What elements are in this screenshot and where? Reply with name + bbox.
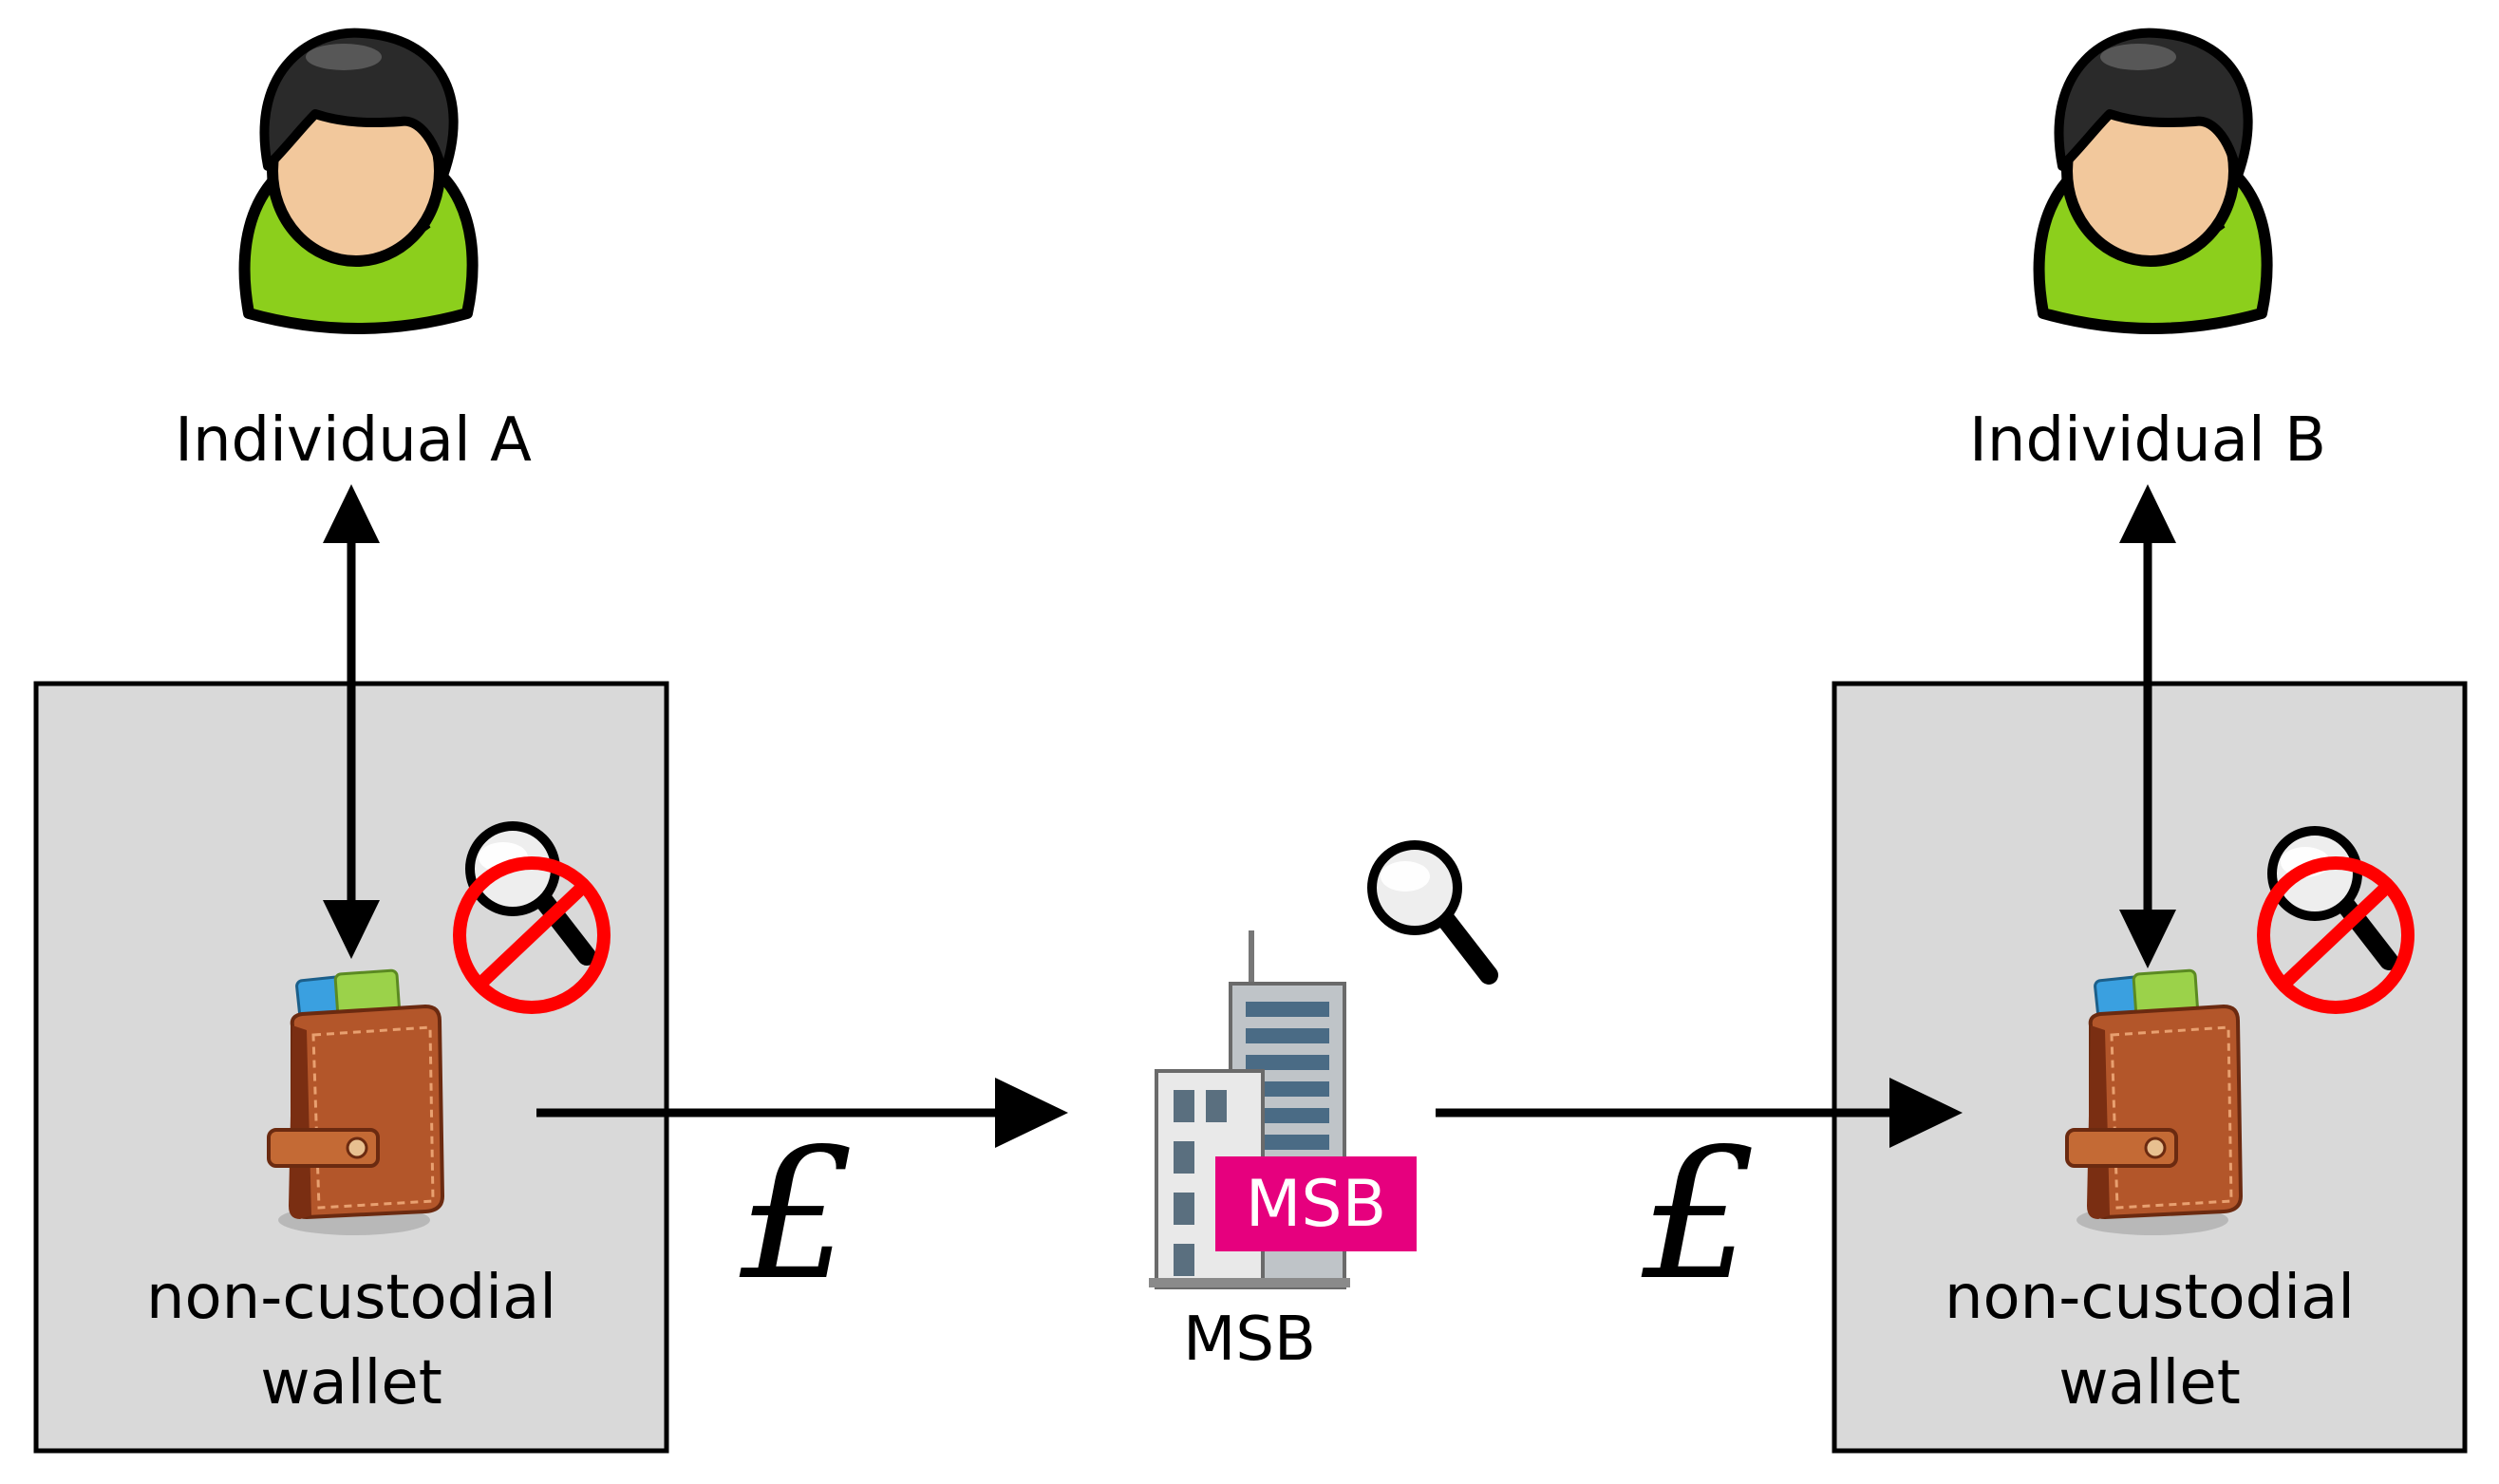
person-icon [245,33,473,329]
currency-right: £ [1642,1110,1757,1320]
wallet-right-label-line1: non-custodial [1945,1263,2355,1333]
magnifier-icon [1372,845,1489,975]
msb-badge-text: MSB [1246,1167,1386,1242]
msb-badge [1215,1156,1417,1251]
person-icon [2039,33,2267,329]
wallet-right-label-line2: wallet [2058,1348,2241,1418]
currency-left: £ [740,1110,855,1320]
wallet-left-label-line1: non-custodial [146,1263,556,1333]
arrow-left-vertical [323,484,380,959]
individual-a-label: Individual A [175,405,532,476]
arrow-from-msb [1436,1078,1963,1148]
arrow-to-msb [536,1078,1068,1148]
msb-label: MSB [1183,1305,1316,1375]
individual-b-label: Individual B [1969,405,2326,476]
wallet-left-label-line2: wallet [260,1348,442,1418]
arrow-right-vertical [2119,484,2176,968]
